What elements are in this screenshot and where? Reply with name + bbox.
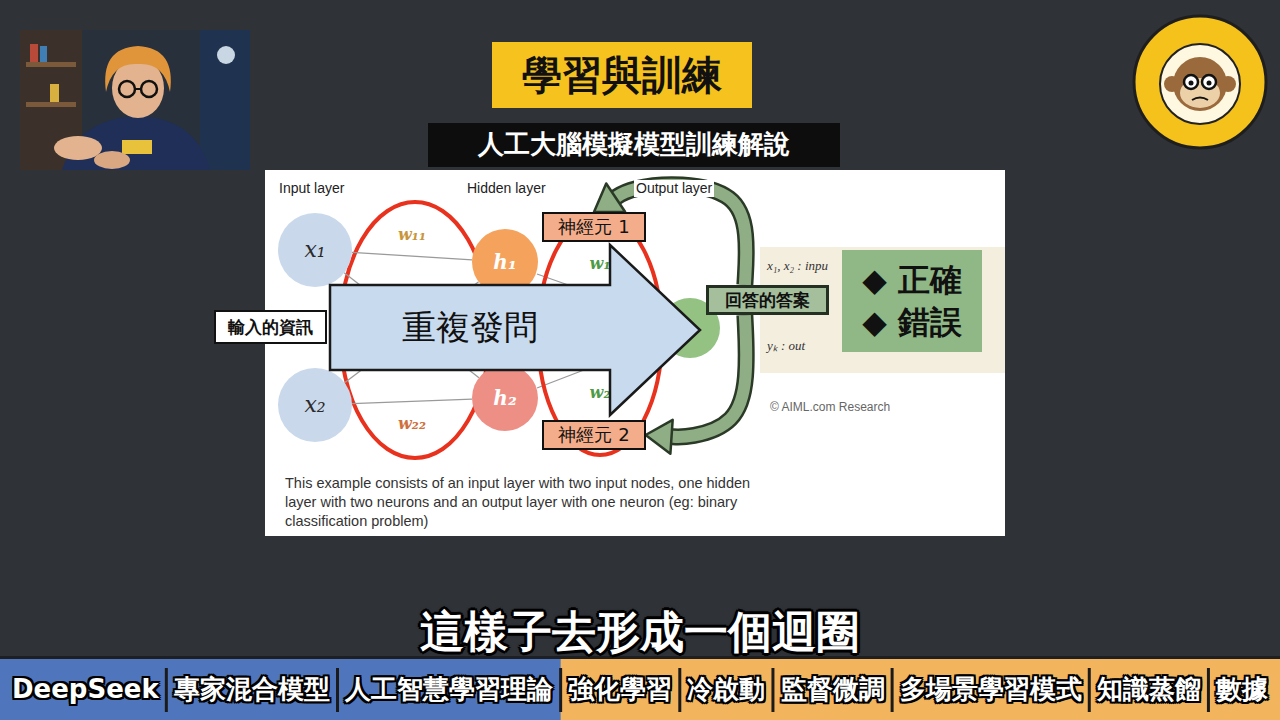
- node-text: 知識蒸餾: [1097, 674, 1201, 705]
- glasses: [141, 81, 157, 97]
- connector: [352, 252, 472, 260]
- credit-text: © AIML.com Research: [768, 400, 892, 414]
- arrowhead: [594, 183, 625, 212]
- network-wire: [352, 252, 472, 260]
- neuron-circle: [278, 368, 352, 442]
- weight-label: w₂: [588, 383, 613, 402]
- topic-tag: 知識蒸餾: [1095, 674, 1203, 705]
- node-text: h₂: [493, 386, 516, 410]
- topic-tag: 冷啟動: [685, 674, 767, 705]
- connector: [352, 399, 472, 403]
- topic-tag: 專家混合模型: [172, 674, 332, 705]
- topic-tag: 人工智慧學習理論: [343, 674, 555, 705]
- spoken-subtitle: 這樣子去形成一個迴圈: [414, 601, 866, 664]
- monkey-eye: [1189, 81, 1194, 86]
- node-text: 監督微調: [781, 674, 885, 705]
- person-hand: [54, 136, 102, 160]
- hoodie-print: [122, 140, 152, 154]
- book: [50, 84, 59, 102]
- node-text: 數據: [1216, 674, 1268, 705]
- figure-panel: [265, 170, 1005, 536]
- node-text: 輸入的資訊: [228, 317, 313, 337]
- tag-bar-blue: [0, 658, 561, 720]
- title-box: 學習與訓練: [492, 42, 752, 108]
- weight-label: w₁₁: [396, 225, 428, 244]
- shelf-board: [26, 62, 76, 67]
- wall-shelf: [200, 30, 250, 170]
- figure-caption: This example consists of an input layer …: [283, 474, 763, 531]
- arrowhead: [646, 420, 673, 454]
- legend-text: yₖ : out: [765, 338, 807, 354]
- node-text: h₁: [493, 250, 516, 274]
- network-wire: [352, 399, 472, 403]
- node-text: 專家混合模型: [174, 674, 330, 705]
- node-text: ◆ 正確: [862, 261, 962, 299]
- callout-box: 神經元 1: [542, 212, 645, 242]
- block-arrow: 重複發問: [330, 245, 700, 415]
- subtitle-band: 人工大腦模擬模型訓練解說: [428, 123, 840, 167]
- book: [30, 44, 38, 62]
- block-arrow-shape: [330, 245, 700, 415]
- webcam-frame: [20, 30, 250, 170]
- ornament: [217, 46, 235, 64]
- tag-separator: [891, 668, 894, 712]
- node-text: x₁: [304, 237, 325, 263]
- glasses: [119, 81, 135, 97]
- node-text: 多場景學習模式: [900, 674, 1082, 705]
- topic-tag: 數據: [1214, 674, 1270, 705]
- topic-tag: 監督微調: [779, 674, 887, 705]
- callout-box: 神經元 2: [542, 420, 645, 450]
- node-text: 人工智慧學習理論: [345, 674, 553, 705]
- weight-label: w₂₂: [396, 414, 428, 433]
- person-hair: [105, 46, 171, 92]
- logo-inner: [1160, 44, 1240, 124]
- shelf-board: [26, 102, 76, 107]
- topic-tag: 強化學習: [566, 674, 674, 705]
- tag-separator: [1207, 668, 1210, 712]
- node-text: 神經元 1: [558, 216, 629, 238]
- result-box: ◆ 正確 ◆ 錯誤: [842, 250, 982, 352]
- callout-box: 輸入的資訊: [214, 310, 327, 344]
- legend-text: x₁, x₂ : inpu: [765, 258, 830, 274]
- node-text: x₂: [304, 392, 325, 418]
- node-text: 冷啟動: [687, 674, 765, 705]
- neuron-circle: [472, 365, 538, 431]
- node-text: 人工大腦模擬模型訓練解說: [478, 129, 790, 160]
- monkey-mouth: [1192, 98, 1208, 101]
- arrow-text-area: 重複發問: [330, 285, 610, 370]
- glasses-bridge: [135, 88, 141, 90]
- callout-box: 回答的答案: [706, 285, 829, 315]
- layer-label: Hidden layer: [465, 180, 548, 197]
- hidden-node: h₂: [472, 365, 538, 431]
- node-text: ◆ 錯誤: [862, 303, 962, 341]
- neuron-circle: [278, 213, 352, 287]
- tag-separator: [165, 668, 168, 712]
- monkey-eye: [1207, 81, 1212, 86]
- tag-bar: [0, 658, 1280, 720]
- node-text: 強化學習: [568, 674, 672, 705]
- node-text: 回答的答案: [725, 290, 810, 310]
- input-node: x₂: [278, 368, 352, 442]
- tag-separator: [1088, 668, 1091, 712]
- topic-tag: 多場景學習模式: [898, 674, 1084, 705]
- node-text: 重複發問: [402, 307, 538, 348]
- topic-tag: DeepSeek: [10, 674, 161, 705]
- person-hand: [94, 151, 130, 169]
- input-node: x₁: [278, 213, 352, 287]
- tag-separator: [559, 668, 562, 712]
- weight-label: w₁: [588, 254, 613, 273]
- layer-label: Output layer: [634, 180, 714, 197]
- book: [40, 46, 47, 62]
- monkey-glasses: [1184, 75, 1198, 89]
- tag-separator: [678, 668, 681, 712]
- monkey-head: [1173, 57, 1227, 111]
- tag-separator: [771, 668, 774, 712]
- monkey-glasses: [1202, 75, 1216, 89]
- node-text: 神經元 2: [558, 424, 629, 446]
- tag-separator: [336, 668, 339, 712]
- channel-logo: [1134, 16, 1266, 148]
- node-text: DeepSeek: [12, 674, 159, 705]
- layer-label: Input layer: [277, 180, 346, 197]
